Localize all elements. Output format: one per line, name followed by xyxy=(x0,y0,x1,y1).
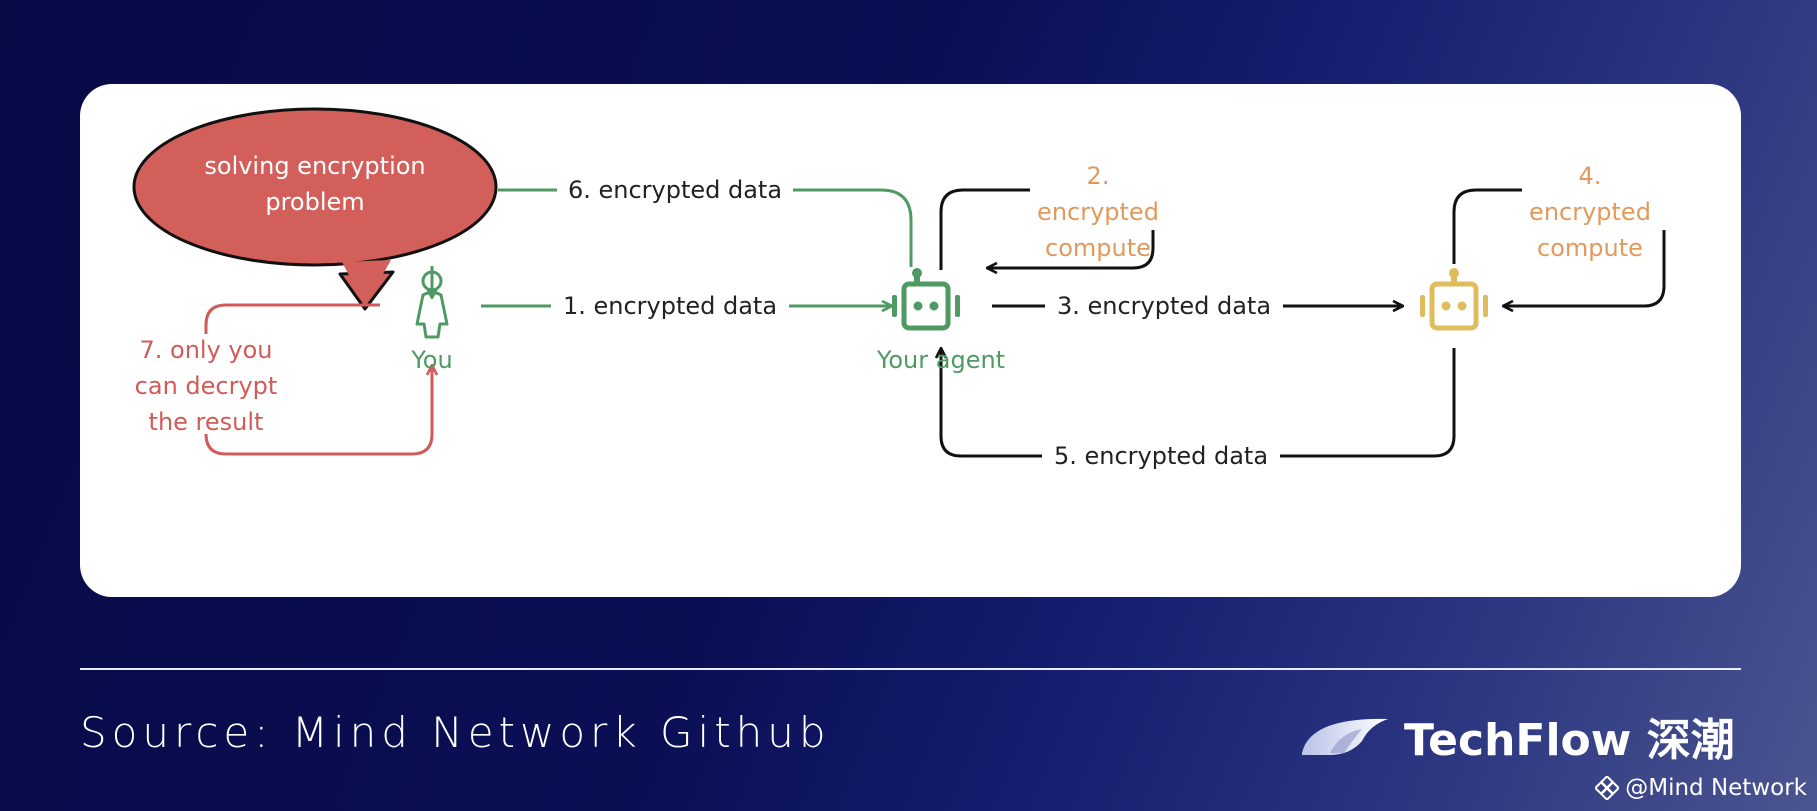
you-label: You xyxy=(411,346,453,374)
speech-bubble xyxy=(132,107,498,311)
footer-divider xyxy=(80,668,1741,670)
source-caption: Source: Mind Network Github xyxy=(80,708,831,757)
brand-block: TechFlow 深潮 xyxy=(1300,708,1735,766)
step4-label: 4. encrypted compute xyxy=(1529,162,1651,262)
watermark: @Mind Network xyxy=(1595,775,1807,801)
brand-name: TechFlow 深潮 xyxy=(1404,715,1735,766)
edge-step5 xyxy=(941,348,1456,458)
step1-label: 1. encrypted data xyxy=(562,292,778,320)
watermark-text: @Mind Network xyxy=(1625,775,1807,801)
step6-label: 6. encrypted data xyxy=(567,176,783,204)
agent-robot-icon xyxy=(892,268,960,331)
binance-diamond-icon xyxy=(1595,776,1620,800)
techflow-logo-icon xyxy=(1302,718,1388,755)
step5-label: 5. encrypted data xyxy=(1053,442,1269,470)
step2-label: 2. encrypted compute xyxy=(1037,162,1159,262)
edge-step7 xyxy=(204,303,432,456)
compute-robot-icon xyxy=(1420,268,1488,331)
person-icon xyxy=(415,270,449,339)
diagram-canvas xyxy=(132,107,1666,458)
agent-label: Your agent xyxy=(876,346,1006,374)
step7-label: 7. only you can decrypt the result xyxy=(134,336,278,436)
diagram-card: solving encryption problem 6. encrypted … xyxy=(80,84,1741,597)
speech-bubble-text: solving encryption problem xyxy=(204,152,426,216)
edge-step2 xyxy=(939,188,1155,270)
edge-step4 xyxy=(1452,188,1666,306)
step3-label: 3. encrypted data xyxy=(1056,292,1272,320)
